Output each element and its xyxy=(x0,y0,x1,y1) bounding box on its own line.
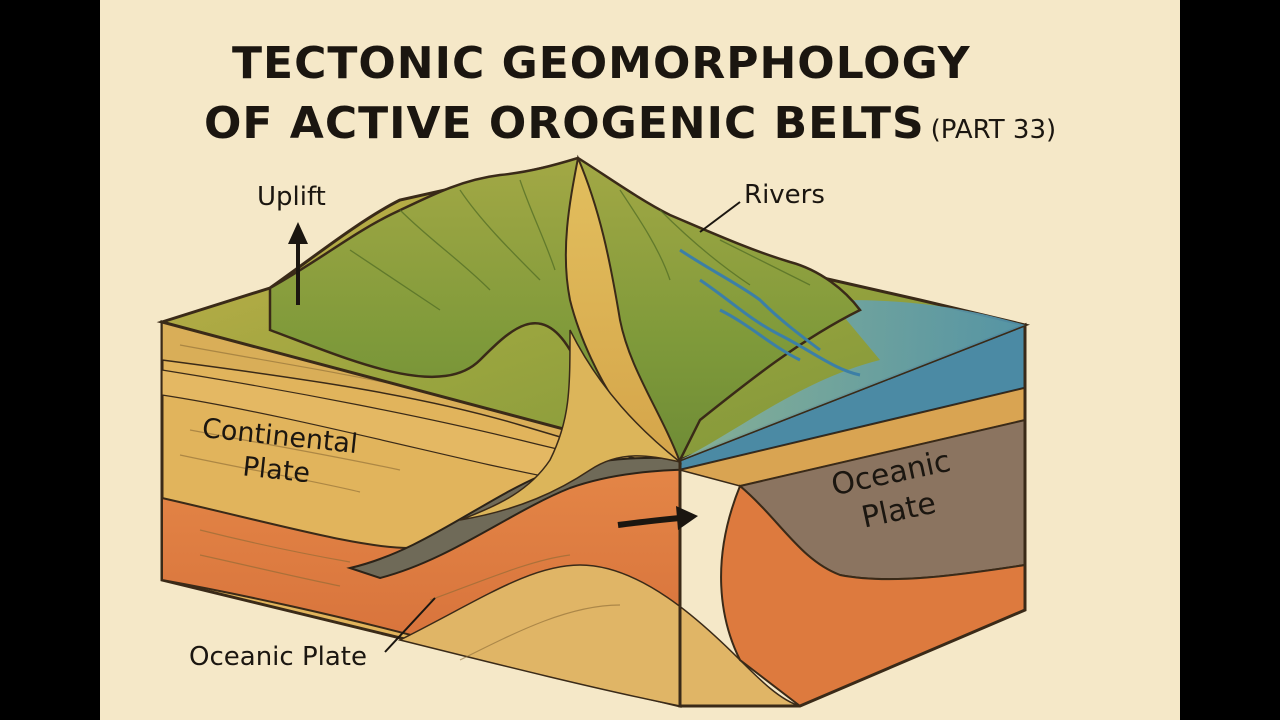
mountain-texture xyxy=(349,179,811,311)
river-lines xyxy=(679,248,861,377)
arrow-up-icon xyxy=(288,222,308,305)
right-face xyxy=(678,322,1027,708)
ocean-surface xyxy=(680,300,1025,460)
rivers-leader-line xyxy=(699,201,741,233)
diagram-canvas: TECTONIC GEOMORPHOLOGY OF ACTIVE OROGENI… xyxy=(100,0,1180,720)
lower-oceanic-bulge xyxy=(397,564,801,707)
oceanic-plate-leader-line xyxy=(384,597,436,653)
uplift-label: Uplift xyxy=(257,182,326,212)
oceanic-plate-bottom-label: Oceanic Plate xyxy=(189,642,367,672)
mountain-mass xyxy=(268,156,862,462)
title-line-2-text: OF ACTIVE OROGENIC BELTS xyxy=(204,98,925,149)
ridge-fold xyxy=(459,329,681,521)
title-part-suffix: (PART 33) xyxy=(930,115,1057,145)
rivers-label: Rivers xyxy=(744,180,825,210)
arrow-right-icon xyxy=(617,506,698,530)
block-diagram xyxy=(156,154,1031,708)
title-line-2: OF ACTIVE OROGENIC BELTS(PART 33) xyxy=(204,98,1056,149)
top-surface xyxy=(156,154,1031,521)
right-mantle xyxy=(720,484,1026,708)
title-line-1: TECTONIC GEOMORPHOLOGY xyxy=(232,38,971,89)
